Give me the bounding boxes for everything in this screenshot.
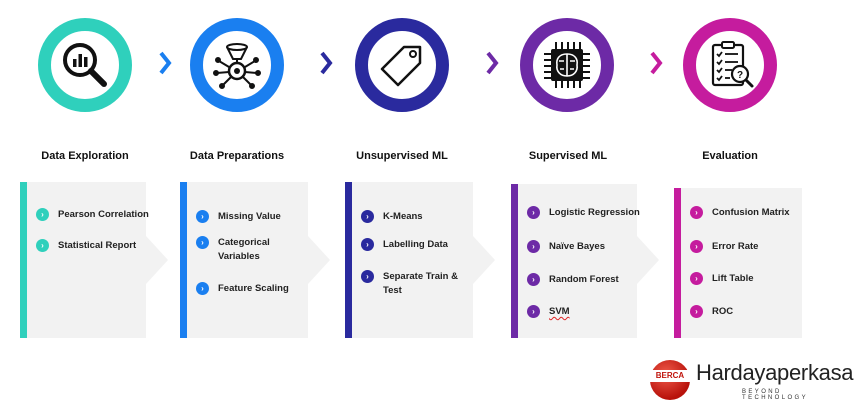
logo-badge-text: BERCA [655,371,685,380]
list-item-label: Error Rate [712,241,759,252]
list-item-label: Naïve Bayes [549,241,605,252]
list-item: › Logistic Regression [527,206,643,220]
list-item-label: Labelling Data [383,239,448,250]
stage-4-notch [637,236,659,284]
chevron-right-icon [159,51,172,75]
tag-icon [380,45,422,87]
list-item: › Naïve Bayes [527,240,643,254]
chip-brain-icon [544,42,590,88]
bullet-chevron-icon: › [196,236,209,249]
list-item-label: Random Forest [549,274,619,285]
chevron-right-icon [320,51,333,75]
list-item-label: Missing Value [218,211,281,222]
list-item-label: Confusion Matrix [712,207,790,218]
stage-1-card: › Pearson Correlation › Statistical Repo… [20,182,149,338]
bullet-chevron-icon: › [196,210,209,223]
stage-4-accent-bar [511,184,518,338]
stage-5-card: › Confusion Matrix › Error Rate › Lift T… [674,188,802,338]
list-item-label: SVM [549,306,570,317]
bullet-chevron-icon: › [527,273,540,286]
stage-2-title: Data Preparations [189,150,285,162]
company-logo: BERCA Hardayaperkasa BEYOND TECHNOLOGY [648,356,854,402]
svg-text:?: ? [737,70,743,81]
bullet-chevron-icon: › [527,206,540,219]
list-item-label: K-Means [383,211,423,222]
list-item-label: Lift Table [712,273,754,284]
magnifier-chart-icon [63,43,107,87]
stage-2-ring [190,18,284,112]
stage-1-title: Data Exploration [41,150,129,162]
bullet-chevron-icon: › [361,210,374,223]
list-item-label: Statistical Report [58,240,137,251]
stage-2-notch [308,236,330,284]
stage-2-accent-bar [180,182,187,338]
chevron-right-icon [650,51,663,75]
list-item: › SVM [527,305,643,319]
list-item: › K-Means [361,210,477,224]
list-item-label: Feature Scaling [218,283,289,294]
list-item: › Labelling Data [361,238,477,252]
list-item-label: Categorical Variables [218,237,270,262]
list-item-label: Separate Train & Test [383,271,458,296]
stage-4-ring [520,18,614,112]
logo-tagline: BEYOND TECHNOLOGY [742,389,809,401]
stage-3-notch [473,236,495,284]
list-item: › Separate Train & Test [361,270,477,298]
list-item-label: Logistic Regression [549,207,640,218]
list-item: › Feature Scaling [196,282,312,296]
list-item-label: Pearson Correlation [58,209,149,220]
bullet-chevron-icon: › [527,305,540,318]
list-item: › Statistical Report [36,239,152,253]
stage-1-ring [38,18,132,112]
stage-5-ring: ? [683,18,777,112]
bullet-chevron-icon: › [690,206,703,219]
stage-3-ring [355,18,449,112]
bullet-chevron-icon: › [36,208,49,221]
bullet-chevron-icon: › [690,240,703,253]
logo-brand-name: Hardayaperkasa [696,360,854,385]
bullet-chevron-icon: › [527,240,540,253]
chevron-right-icon [486,51,499,75]
clipboard-check-icon: ? [711,41,754,88]
stage-5-title: Evaluation [702,150,758,162]
bullet-chevron-icon: › [690,272,703,285]
stage-1-notch [146,236,168,284]
list-item-label: ROC [712,306,734,317]
list-item: › Lift Table [690,272,806,286]
bullet-chevron-icon: › [361,270,374,283]
list-item: › Categorical Variables [196,236,312,264]
stage-5-accent-bar [674,188,681,338]
stage-3-accent-bar [345,182,352,338]
stage-4-card: › Logistic Regression › Naïve Bayes › Ra… [511,184,640,338]
bullet-chevron-icon: › [196,282,209,295]
stage-4-title: Supervised ML [528,150,608,162]
list-item: › Missing Value [196,210,312,224]
stage-3-title: Unsupervised ML [356,150,448,162]
stage-2-card: › Missing Value › Categorical Variables … [180,182,308,338]
list-item: › ROC [690,305,806,319]
stage-1-accent-bar [20,182,27,338]
list-item: › Pearson Correlation [36,208,152,222]
bullet-chevron-icon: › [361,238,374,251]
list-item: › Error Rate [690,240,806,254]
list-item: › Random Forest [527,273,643,287]
funnel-gear-icon [213,43,261,89]
bullet-chevron-icon: › [36,239,49,252]
logo-badge-band [648,370,692,382]
stage-3-card: › K-Means › Labelling Data › Separate Tr… [345,182,473,338]
list-item: › Confusion Matrix [690,206,806,220]
bullet-chevron-icon: › [690,305,703,318]
